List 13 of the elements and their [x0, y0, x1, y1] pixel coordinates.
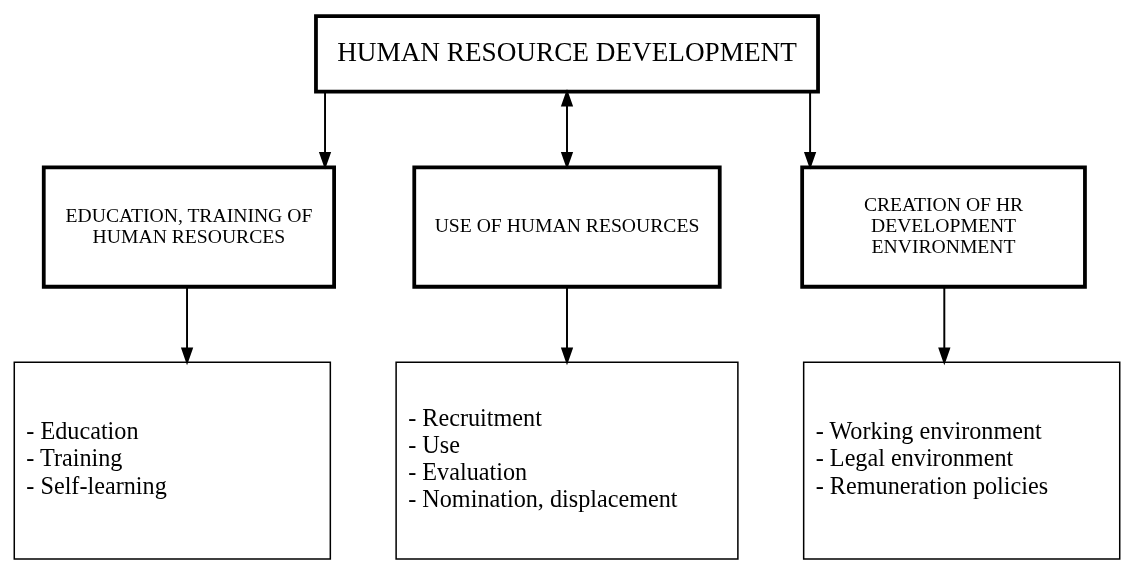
- node-box: HUMAN RESOURCE DEVELOPMENT: [314, 13, 820, 94]
- arrow: [318, 90, 332, 170]
- node-box: EDUCATION, TRAINING OF HUMAN RESOURCES: [41, 164, 336, 289]
- arrow: [560, 285, 574, 365]
- arrow: [560, 88, 574, 170]
- arrow: [180, 285, 194, 365]
- arrow: [803, 90, 817, 170]
- node-box: - Education - Training - Self-learning: [13, 361, 332, 560]
- node-box: CREATION OF HR DEVELOPMENT ENVIRONMENT: [800, 164, 1087, 289]
- node-box: USE OF HUMAN RESOURCES: [412, 164, 722, 289]
- node-box: - Recruitment - Use - Evaluation - Nomination, displacement: [395, 361, 739, 560]
- node-box: - Working environment - Legal environment - Remuneration policies: [802, 361, 1121, 560]
- arrow: [938, 285, 951, 365]
